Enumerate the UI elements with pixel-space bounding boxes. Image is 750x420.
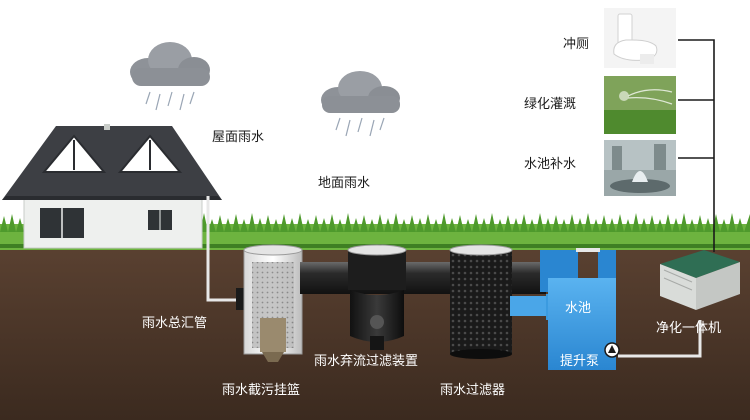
water-tank: [540, 248, 620, 370]
house-roof: [2, 126, 222, 200]
label-collector-pipe: 雨水总汇管: [142, 316, 207, 331]
label-ground-rain: 地面雨水: [318, 176, 370, 191]
label-diverter-filter: 雨水弃流过滤装置: [314, 354, 418, 369]
label-roof-rain: 屋面雨水: [212, 130, 264, 145]
irrigation-thumbnail: [604, 76, 676, 134]
label-purifier: 净化一体机: [656, 321, 721, 336]
label-debris-basket: 雨水截污挂篮: [222, 383, 300, 398]
downspout-pipe: [206, 196, 240, 302]
label-tank: 水池: [565, 301, 591, 316]
pond-thumbnail: [604, 140, 676, 196]
distribution-lines: [678, 39, 715, 252]
house: [2, 124, 222, 249]
label-green-irrigation: 绿化灌溉: [524, 97, 576, 112]
rain-filter-cylinder: [449, 244, 513, 359]
label-flush-toilet: 冲厕: [563, 37, 589, 52]
cloud-left-icon: [130, 42, 210, 111]
debris-basket-chamber: [243, 244, 303, 362]
label-rain-filter: 雨水过滤器: [440, 383, 505, 398]
purifier-unit: [660, 250, 740, 310]
label-lift-pump: 提升泵: [560, 353, 599, 369]
toilet-thumbnail: [604, 8, 676, 68]
diverter-filter-device: [347, 244, 407, 350]
cloud-right-icon: [321, 71, 400, 137]
label-pond-supply: 水池补水: [524, 157, 576, 172]
supply-pipe: [618, 320, 702, 358]
